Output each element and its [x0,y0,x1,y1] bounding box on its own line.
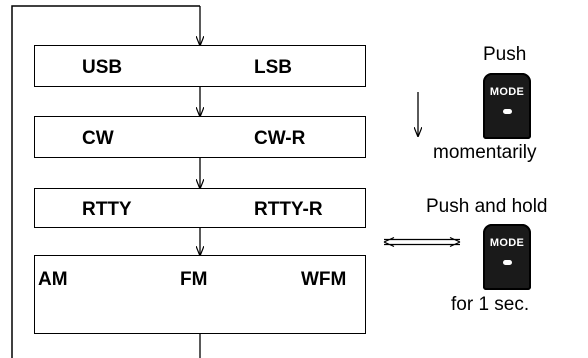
am-fm-mode-box [34,255,366,334]
push-and-hold-text: Push and hold [426,196,548,217]
double-arrow-icon [383,236,461,248]
fm-label: FM [180,269,208,290]
ssb-mode-box [34,45,366,87]
wfm-label: WFM [301,269,347,290]
mode-key-label: MODE [489,86,525,98]
cw-mode-box [34,116,366,158]
usb-label: USB [82,57,123,78]
mode-key-icon: MODE [483,73,531,139]
key-indicator [503,260,512,265]
rtty-label: RTTY [82,199,132,220]
for-1-sec-text: for 1 sec. [451,294,530,315]
push-text: Push [483,44,527,65]
mode-key-icon: MODE [483,224,531,290]
lsb-label: LSB [254,57,292,78]
cw-label: CW [82,128,114,149]
rtty-mode-box [34,188,366,228]
key-indicator [503,109,512,114]
outer-loop-line [11,5,200,358]
momentarily-text: momentarily [433,142,537,163]
mode-key-label: MODE [489,237,525,249]
am-label: AM [38,269,68,290]
rtty-r-label: RTTY-R [254,199,323,220]
cw-r-label: CW-R [254,128,306,149]
